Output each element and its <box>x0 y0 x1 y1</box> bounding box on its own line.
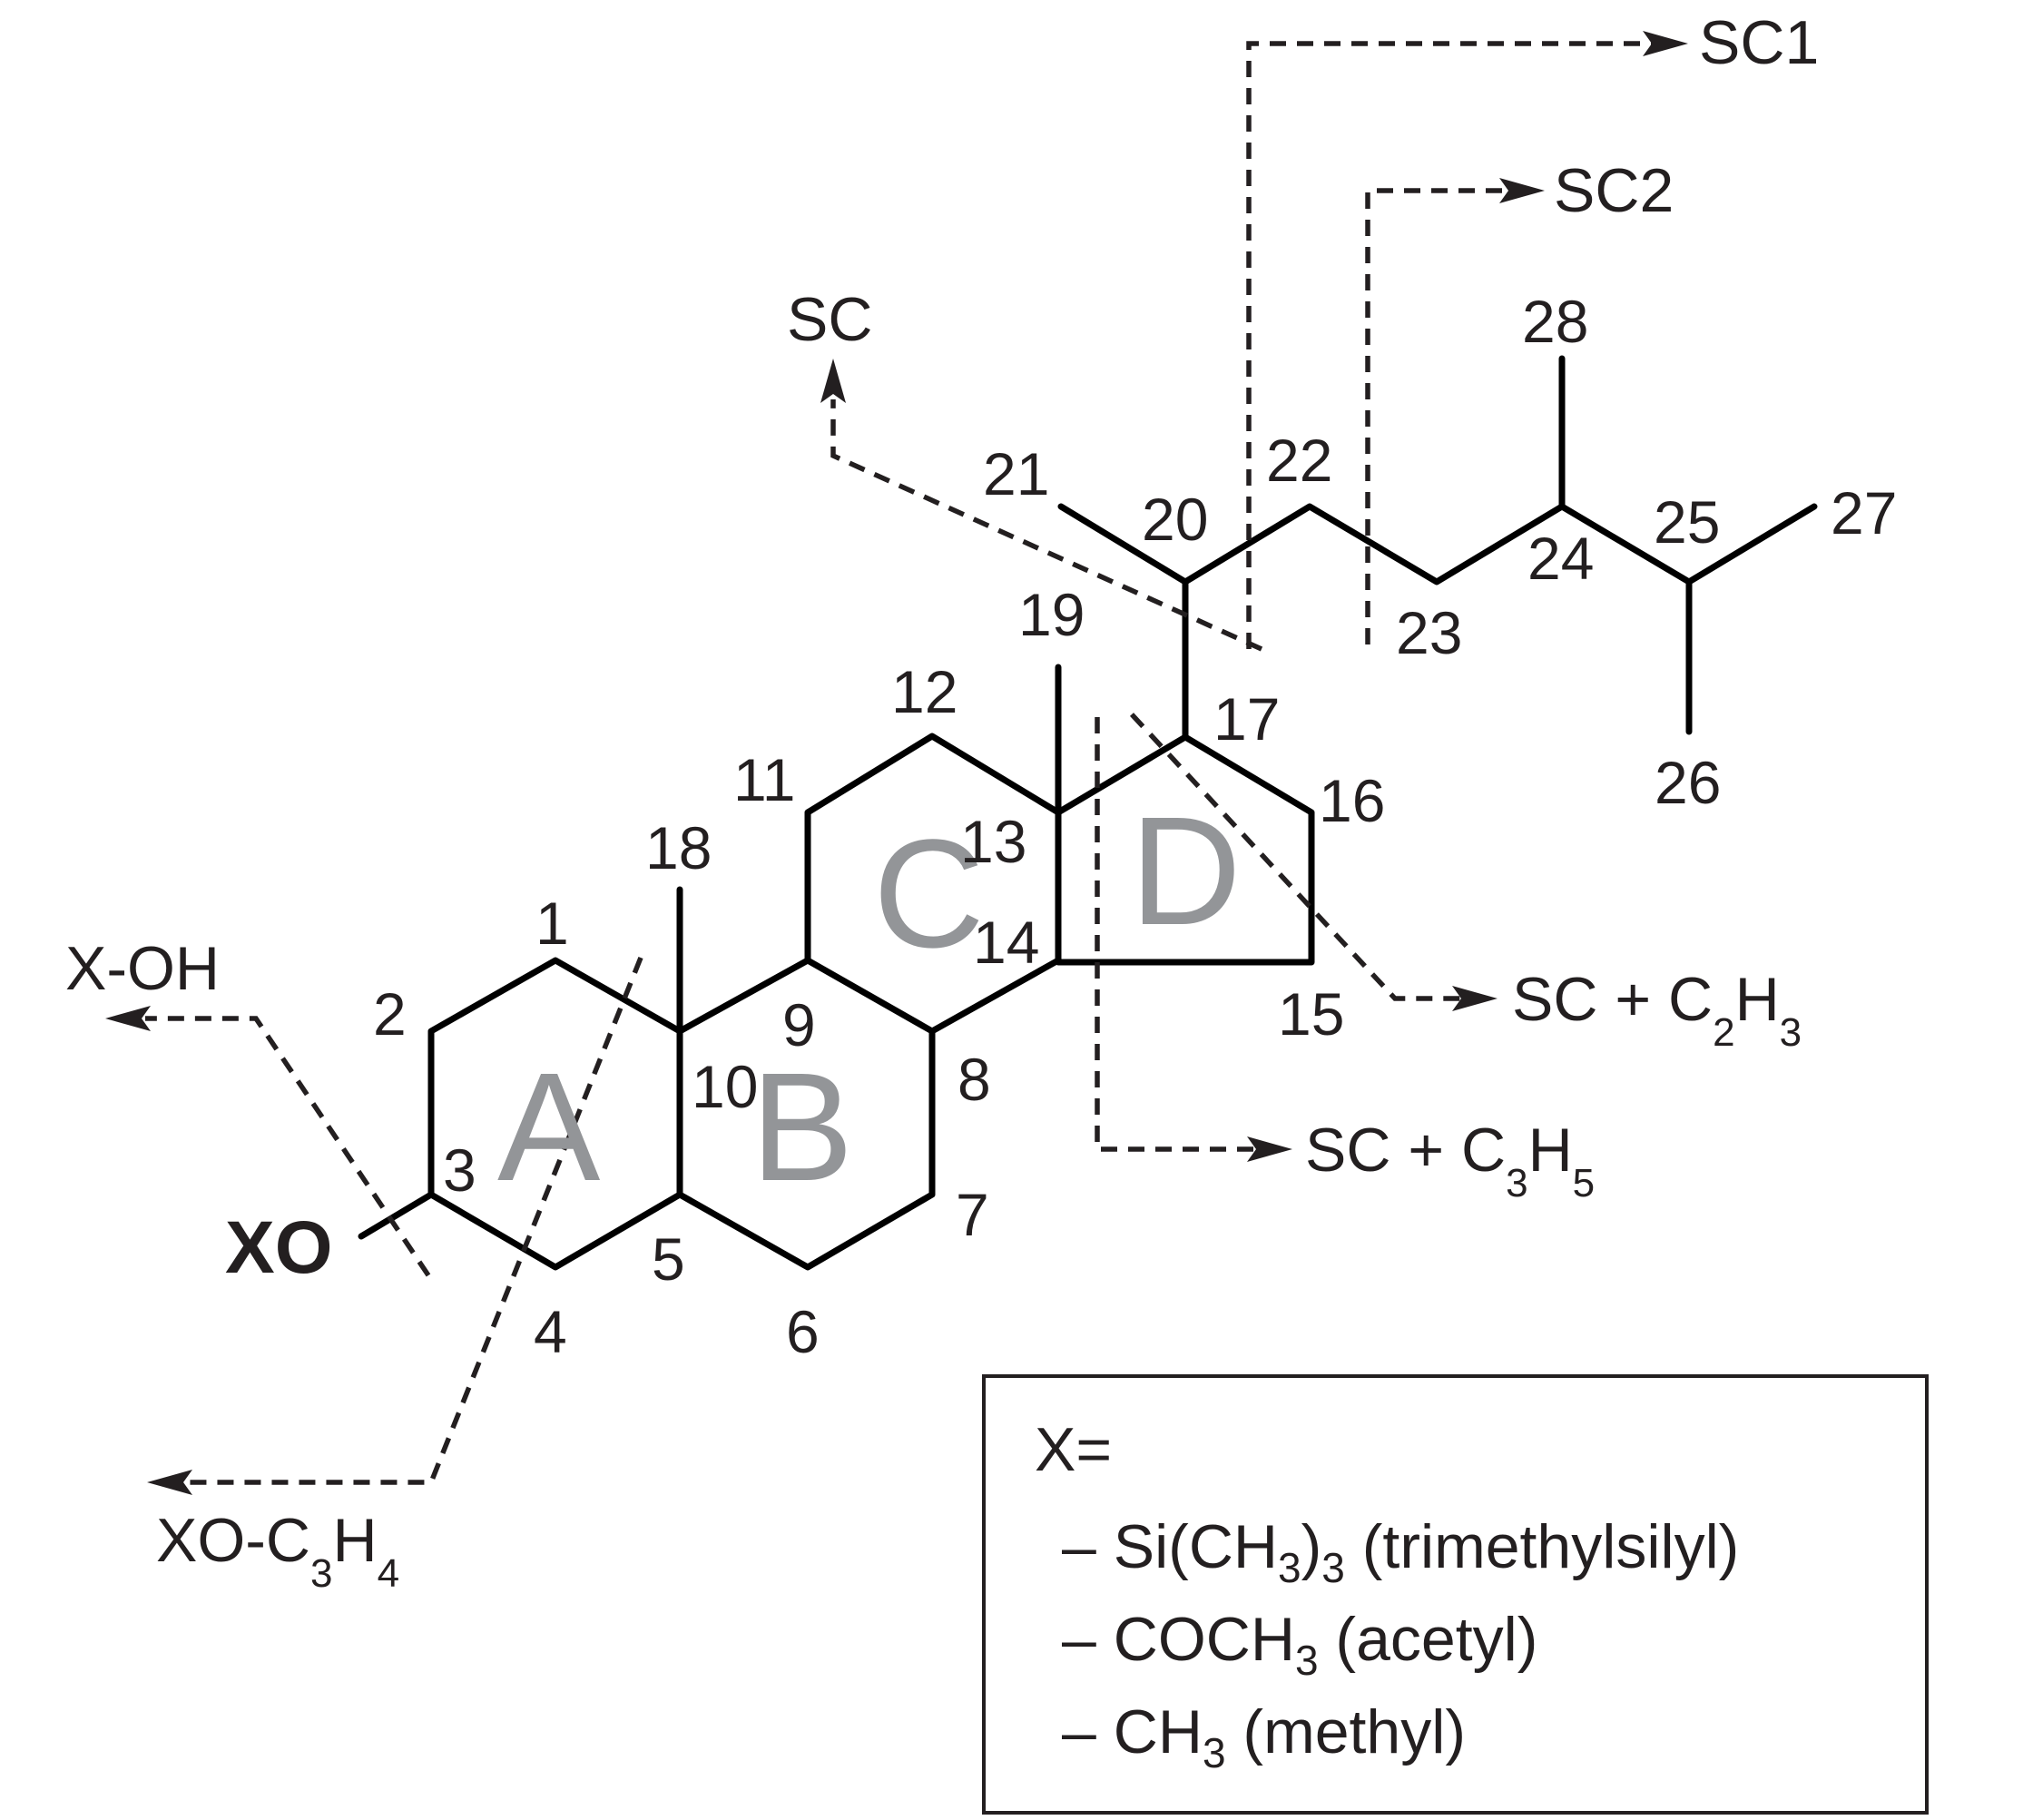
bond-c3-o <box>358 1191 435 1240</box>
atom-number-8: 8 <box>957 1046 991 1113</box>
atom-number-25: 25 <box>1654 488 1720 556</box>
atom-number-17: 17 <box>1213 685 1280 753</box>
atom-number-22: 22 <box>1266 427 1332 494</box>
fragment-xo-c3h4-mid: H <box>332 1506 377 1575</box>
legend-item-3-suffix: (methyl) <box>1226 1697 1466 1766</box>
fragment-sc-c2h3-label: SC + C2H3 <box>1512 965 1802 1055</box>
sc1-path <box>1246 41 1652 649</box>
fragment-sc-c3h5-sub1: 3 <box>1506 1161 1527 1205</box>
atom-number-11: 11 <box>733 746 796 813</box>
fragmentation-paths <box>145 41 1652 1485</box>
ring-label-b: B <box>751 1041 853 1214</box>
fragment-sc-c3h5-sub2: 5 <box>1573 1161 1595 1205</box>
legend-item-2-sub1: 3 <box>1295 1637 1319 1684</box>
arrowhead-xo-c3h4 <box>147 1470 192 1495</box>
ring-label-d: D <box>1130 785 1242 958</box>
skeleton-bonds <box>358 355 1818 1271</box>
ring-labels: A B C D <box>497 785 1242 1214</box>
legend-item-1-sub1: 3 <box>1278 1544 1301 1591</box>
fragment-sc-c2h3-main: SC + C <box>1512 965 1713 1034</box>
xo-substituent-label: XO <box>225 1206 332 1289</box>
atom-number-23: 23 <box>1396 599 1462 666</box>
legend: X= – Si(CH3)3 (trimethylsilyl) – COCH3 (… <box>982 1374 1929 1815</box>
fragment-sc-c2h3-mid: H <box>1735 965 1780 1034</box>
atom-number-5: 5 <box>652 1225 685 1293</box>
fragment-sc-c3h5-label: SC + C3H5 <box>1305 1116 1595 1205</box>
arrowhead-sc-c3h5 <box>1247 1136 1292 1162</box>
legend-item-3-prefix: – CH <box>1062 1697 1203 1766</box>
arrowhead-sc2 <box>1499 178 1545 203</box>
atom-number-21: 21 <box>983 440 1049 507</box>
x-oh-path <box>145 1016 431 1277</box>
atom-number-2: 2 <box>373 980 407 1048</box>
atom-number-19: 19 <box>1018 581 1085 648</box>
legend-item-2-suffix: (acetyl) <box>1319 1605 1538 1674</box>
fragment-sc-c3h5-mid: H <box>1528 1116 1573 1185</box>
legend-item-1-mid: ) <box>1301 1512 1322 1581</box>
legend-item-trimethylsilyl: – Si(CH3)3 (trimethylsilyl) <box>1062 1512 1739 1591</box>
fragment-sc-label: SC <box>787 285 872 354</box>
atom-number-27: 27 <box>1831 479 1897 546</box>
atom-number-18: 18 <box>645 814 712 881</box>
atom-number-14: 14 <box>973 909 1039 976</box>
fragment-sc-c2h3-sub2: 3 <box>1780 1010 1802 1055</box>
sc-path <box>830 399 1263 652</box>
atom-number-1: 1 <box>535 890 569 957</box>
arrowhead-sc-c2h3 <box>1452 986 1498 1011</box>
atom-number-28: 28 <box>1522 288 1588 355</box>
fragment-x-oh-label: X-OH <box>65 934 220 1003</box>
atom-number-12: 12 <box>891 658 957 725</box>
legend-item-3-sub1: 3 <box>1203 1729 1226 1776</box>
legend-item-methyl: – CH3 (methyl) <box>1062 1697 1466 1776</box>
legend-item-1-suffix: (trimethylsilyl) <box>1345 1512 1739 1581</box>
sc-c2h3-path <box>1129 713 1481 1001</box>
arrowhead-sc <box>820 359 846 403</box>
atom-number-3: 3 <box>443 1136 476 1204</box>
ring-label-c: C <box>873 808 985 980</box>
legend-item-2-prefix: – COCH <box>1062 1605 1295 1674</box>
bond-c20-c21 <box>1057 503 1189 585</box>
atom-number-9: 9 <box>782 991 816 1058</box>
sc2-path <box>1365 188 1507 644</box>
legend-heading: X= <box>1035 1415 1112 1484</box>
ring-d-bonds <box>1055 733 1315 966</box>
sc-c3h5-path <box>1095 717 1257 1152</box>
legend-item-acetyl: – COCH3 (acetyl) <box>1062 1605 1537 1684</box>
atom-number-6: 6 <box>786 1298 820 1365</box>
fragment-labels: X-OH XO-C3H4 SC SC1 SC2 SC + C2H3 SC + C… <box>65 8 1819 1596</box>
atom-number-24: 24 <box>1527 525 1594 592</box>
atom-number-10: 10 <box>692 1053 758 1120</box>
legend-item-1-prefix: – Si(CH <box>1062 1512 1278 1581</box>
ring-c-bonds <box>804 733 1062 1035</box>
fragment-xo-c3h4-sub2: 4 <box>378 1551 399 1596</box>
fragment-sc1-label: SC1 <box>1699 8 1819 77</box>
atom-number-16: 16 <box>1319 767 1385 834</box>
atom-number-4: 4 <box>534 1298 567 1365</box>
atom-number-15: 15 <box>1278 980 1344 1048</box>
arrowhead-x-oh <box>105 1006 151 1031</box>
atom-number-26: 26 <box>1655 749 1721 816</box>
fragment-xo-c3h4-main: XO-C <box>156 1506 310 1575</box>
fragment-sc-c3h5-main: SC + C <box>1305 1116 1506 1185</box>
fragment-sc-c2h3-sub1: 2 <box>1713 1010 1734 1055</box>
atom-number-7: 7 <box>956 1181 989 1248</box>
arrowhead-sc1 <box>1643 31 1688 56</box>
atom-number-20: 20 <box>1142 486 1208 553</box>
legend-box <box>982 1374 1929 1815</box>
atom-number-13: 13 <box>960 808 1026 875</box>
fragment-xo-c3h4-label: XO-C3H4 <box>156 1506 399 1596</box>
arrowheads <box>105 31 1688 1495</box>
legend-item-1-sub2: 3 <box>1321 1544 1345 1591</box>
fragment-sc2-label: SC2 <box>1554 156 1674 225</box>
ring-b-bonds <box>676 957 936 1271</box>
ring-label-a: A <box>497 1041 601 1214</box>
fragment-xo-c3h4-sub1: 3 <box>310 1551 332 1596</box>
atom-numbers: 1 2 3 4 5 6 7 8 9 10 11 12 13 14 15 16 1… <box>373 288 1897 1365</box>
